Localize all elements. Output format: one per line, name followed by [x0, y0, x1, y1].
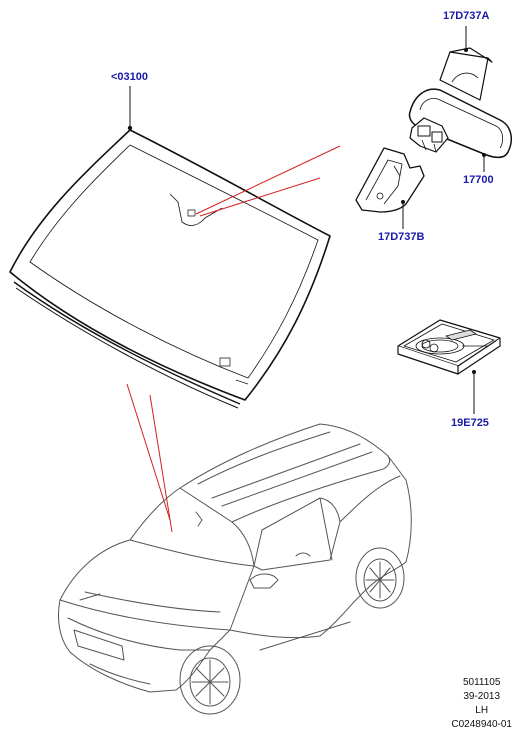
reference-code: C0248940-01 — [451, 719, 512, 730]
reference-side: LH — [475, 705, 489, 716]
red-leader-mirror-2 — [199, 177, 321, 217]
callout-mirror: 17700 — [463, 174, 494, 186]
vehicle-illustration — [57, 423, 412, 715]
repair-kit-part[interactable] — [397, 319, 501, 375]
drawing-reference-block: 5011105 39-2013 LH C0248940-01 — [451, 676, 512, 732]
red-leader-vehicle-1 — [126, 383, 171, 521]
leader-dot-mirror — [482, 153, 486, 157]
leader-dot-mirror-cover-bottom — [401, 200, 405, 204]
reference-date: 39-2013 — [463, 691, 501, 702]
mirror-cover-top-part[interactable] — [439, 47, 493, 101]
red-leader-vehicle-2 — [149, 394, 173, 533]
callout-windscreen: <03100 — [111, 71, 148, 83]
leader-dot-repair-kit — [472, 370, 476, 374]
windscreen-part[interactable] — [9, 129, 331, 409]
callout-repair-kit: 19E725 — [451, 417, 489, 429]
mirror-cover-bottom-part[interactable] — [355, 147, 425, 213]
mirror-part[interactable] — [408, 88, 513, 159]
callout-mirror-cover-top: 17D737A — [443, 10, 490, 22]
leader-dot-windscreen — [127, 125, 133, 131]
callout-mirror-cover-bottom: 17D737B — [378, 231, 425, 243]
red-leader-mirror-1 — [195, 145, 341, 215]
leader-dot-mirror-cover-top — [464, 48, 468, 52]
reference-number: 5011105 — [462, 677, 501, 688]
